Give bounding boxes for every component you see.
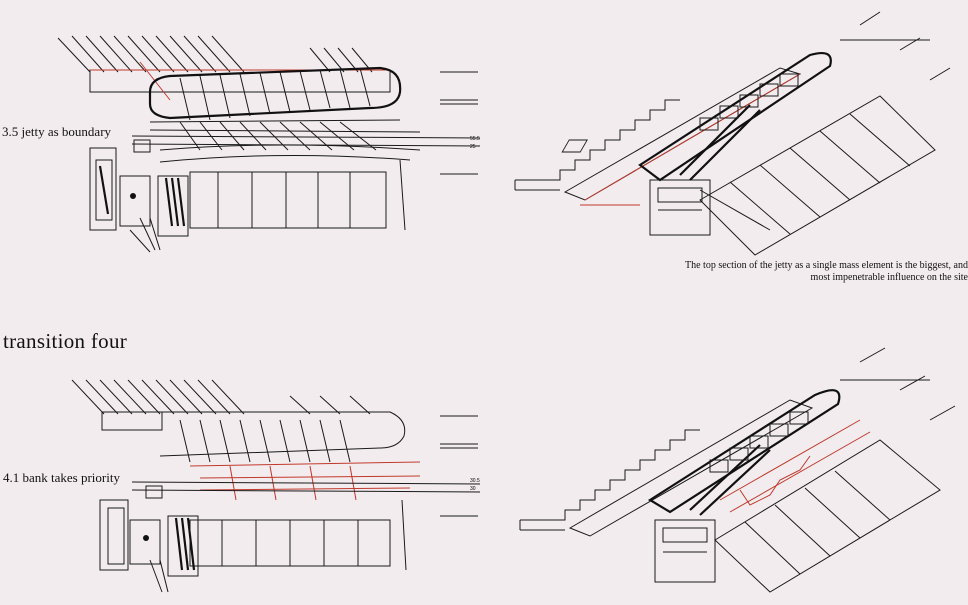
svg-text:30.5: 30.5 [470,478,480,484]
axonometric-drawing-top [514,11,951,256]
section-heading-transition-four: transition four [3,329,128,353]
axon-deck-boxes-bottom [709,411,809,473]
caption-jetty-mass: The top section of the jetty as a single… [685,260,968,284]
dense-stair-lines [164,177,186,227]
jetty-ribs-bottom [179,419,351,463]
hatched-bank-bottom [71,379,371,415]
jetty-ribs [179,67,371,121]
axon-deck-boxes [561,73,799,153]
jetty-outline [148,66,402,120]
caption-line-1: The top section of the jetty as a single… [685,260,968,271]
svg-text:30: 30 [470,486,476,492]
label-bank-takes-priority: 4.1 bank takes priority [3,470,120,485]
stepped-bank [514,99,680,191]
plan-drawing-jetty-boundary: 55.5 25 [57,35,481,253]
axon-red-trace [719,419,871,513]
hatched-bank-top [57,35,373,73]
caption-line-2: most impenetrable influence on the site [810,272,968,283]
label-jetty-as-boundary: 3.5 jetty as boundary [2,124,112,139]
axonometric-drawing-bottom [519,347,956,593]
plan-drawing-bank-priority: 30.5 30 [71,379,481,593]
svg-text:55.5: 55.5 [470,136,480,142]
dense-stair-lines-bottom [174,517,196,571]
svg-text:25: 25 [470,144,476,150]
stepped-bank-bottom [519,429,700,531]
